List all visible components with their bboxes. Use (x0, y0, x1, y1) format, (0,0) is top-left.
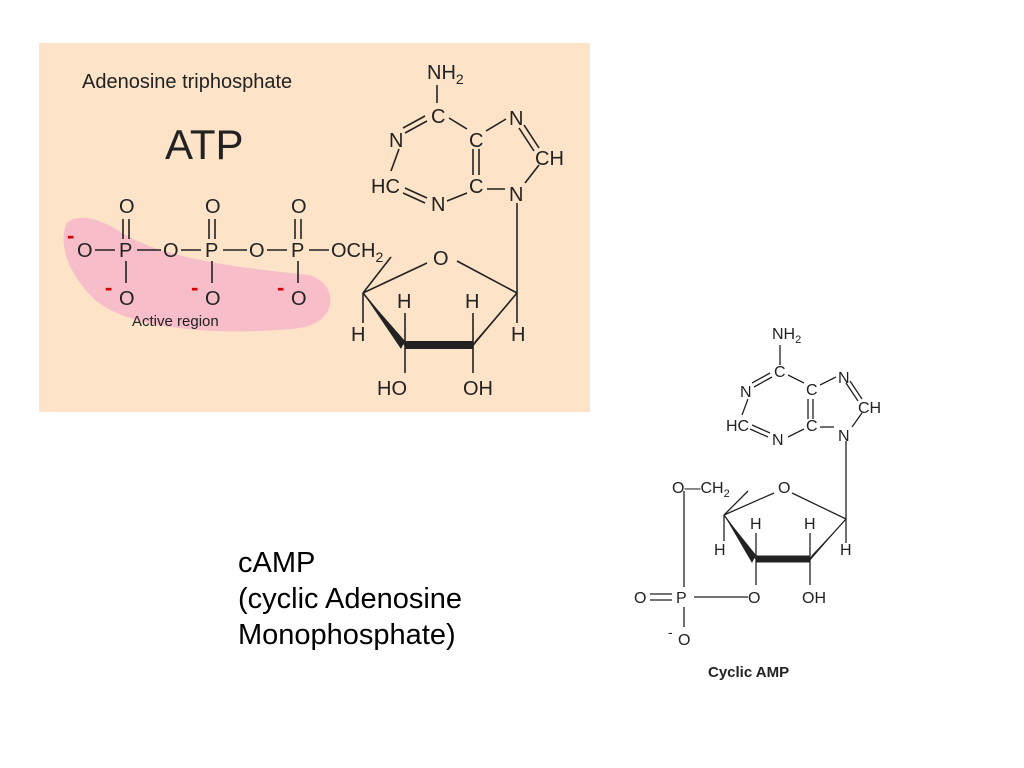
ribose-wedge-left (724, 515, 756, 563)
atp-title: ATP (165, 121, 244, 168)
camp-caption-line: (cyclic Adenosine (238, 583, 463, 615)
negative-charge: - (67, 223, 74, 248)
atom-o: O (119, 288, 135, 310)
atom-p: P (119, 240, 132, 262)
adenine-bonds (741, 345, 863, 519)
negative-charge: - (668, 624, 673, 640)
atom-c: C (774, 364, 786, 381)
active-region-label: Active region (132, 313, 219, 330)
atom-o: O (778, 480, 790, 497)
atom-n: N (740, 384, 752, 401)
atom-c: C (469, 176, 483, 198)
atom-o: O (291, 288, 307, 310)
atom-o: O (748, 590, 760, 607)
atom-nh2: NH2 (772, 326, 801, 346)
atom-ch: CH (535, 148, 564, 170)
atom-o: O (163, 240, 179, 262)
atom-nh2: NH2 (427, 62, 464, 87)
atom-h: H (714, 542, 726, 559)
negative-charge: - (191, 275, 198, 300)
atom-o: O (433, 248, 449, 270)
atom-p: P (676, 590, 687, 607)
atom-h: H (840, 542, 852, 559)
atom-h: H (511, 324, 525, 346)
atom-ho: HO (377, 378, 407, 400)
atom-p: P (291, 240, 304, 262)
negative-charge: - (277, 275, 284, 300)
atom-c: C (431, 106, 445, 128)
atom-n: N (431, 194, 445, 216)
atom-hc: HC (371, 176, 400, 198)
atom-c: C (806, 418, 818, 435)
ribose-wedge-right (808, 519, 846, 563)
atom-oh: OH (463, 378, 493, 400)
ribose-wedge-right (471, 293, 517, 349)
atom-o: O (119, 196, 135, 218)
atp-structure: Adenosine triphosphate ATP O O O O P O (63, 62, 564, 400)
negative-charge: - (105, 275, 112, 300)
atom-och2: OCH2 (331, 240, 383, 265)
atp-panel: Adenosine triphosphate ATP O O O O P O (39, 43, 590, 412)
atp-subtitle: Adenosine triphosphate (82, 71, 292, 93)
atom-h: H (750, 516, 762, 533)
atom-h: H (465, 291, 479, 313)
camp-structure: NH2 N C C N CH HC C N N O—CH2 O H H H (634, 326, 881, 681)
atom-n: N (838, 428, 850, 445)
atom-h: H (397, 291, 411, 313)
atom-h: H (804, 516, 816, 533)
atom-o: O (634, 590, 646, 607)
atom-n: N (772, 432, 784, 449)
atom-o: O (205, 196, 221, 218)
ribose-wedge-left (363, 293, 405, 349)
atom-o: O (678, 632, 690, 649)
ribose-ring (362, 256, 518, 373)
atom-n: N (389, 130, 403, 152)
atom-oh: OH (802, 590, 826, 607)
atom-o-ch2: O—CH2 (672, 480, 730, 500)
adenine-bonds (390, 85, 540, 293)
atom-n: N (838, 370, 850, 387)
camp-caption-line: cAMP (238, 547, 316, 579)
atom-n: N (509, 108, 523, 130)
atom-ch: CH (858, 400, 881, 417)
atom-o: O (291, 196, 307, 218)
camp-caption: cAMP (cyclic Adenosine Monophosphate) (238, 545, 462, 653)
atom-c: C (806, 382, 818, 399)
atom-h: H (351, 324, 365, 346)
atom-hc: HC (726, 418, 749, 435)
camp-caption-line: Monophosphate) (238, 619, 456, 651)
atom-p: P (205, 240, 218, 262)
atom-o: O (249, 240, 265, 262)
atom-n: N (509, 184, 523, 206)
active-region-highlight (63, 217, 331, 332)
phosphate-chain (95, 219, 329, 283)
atom-o: O (205, 288, 221, 310)
atom-o: O (77, 240, 93, 262)
cyclic-amp-label: Cyclic AMP (708, 664, 789, 681)
atom-c: C (469, 130, 483, 152)
